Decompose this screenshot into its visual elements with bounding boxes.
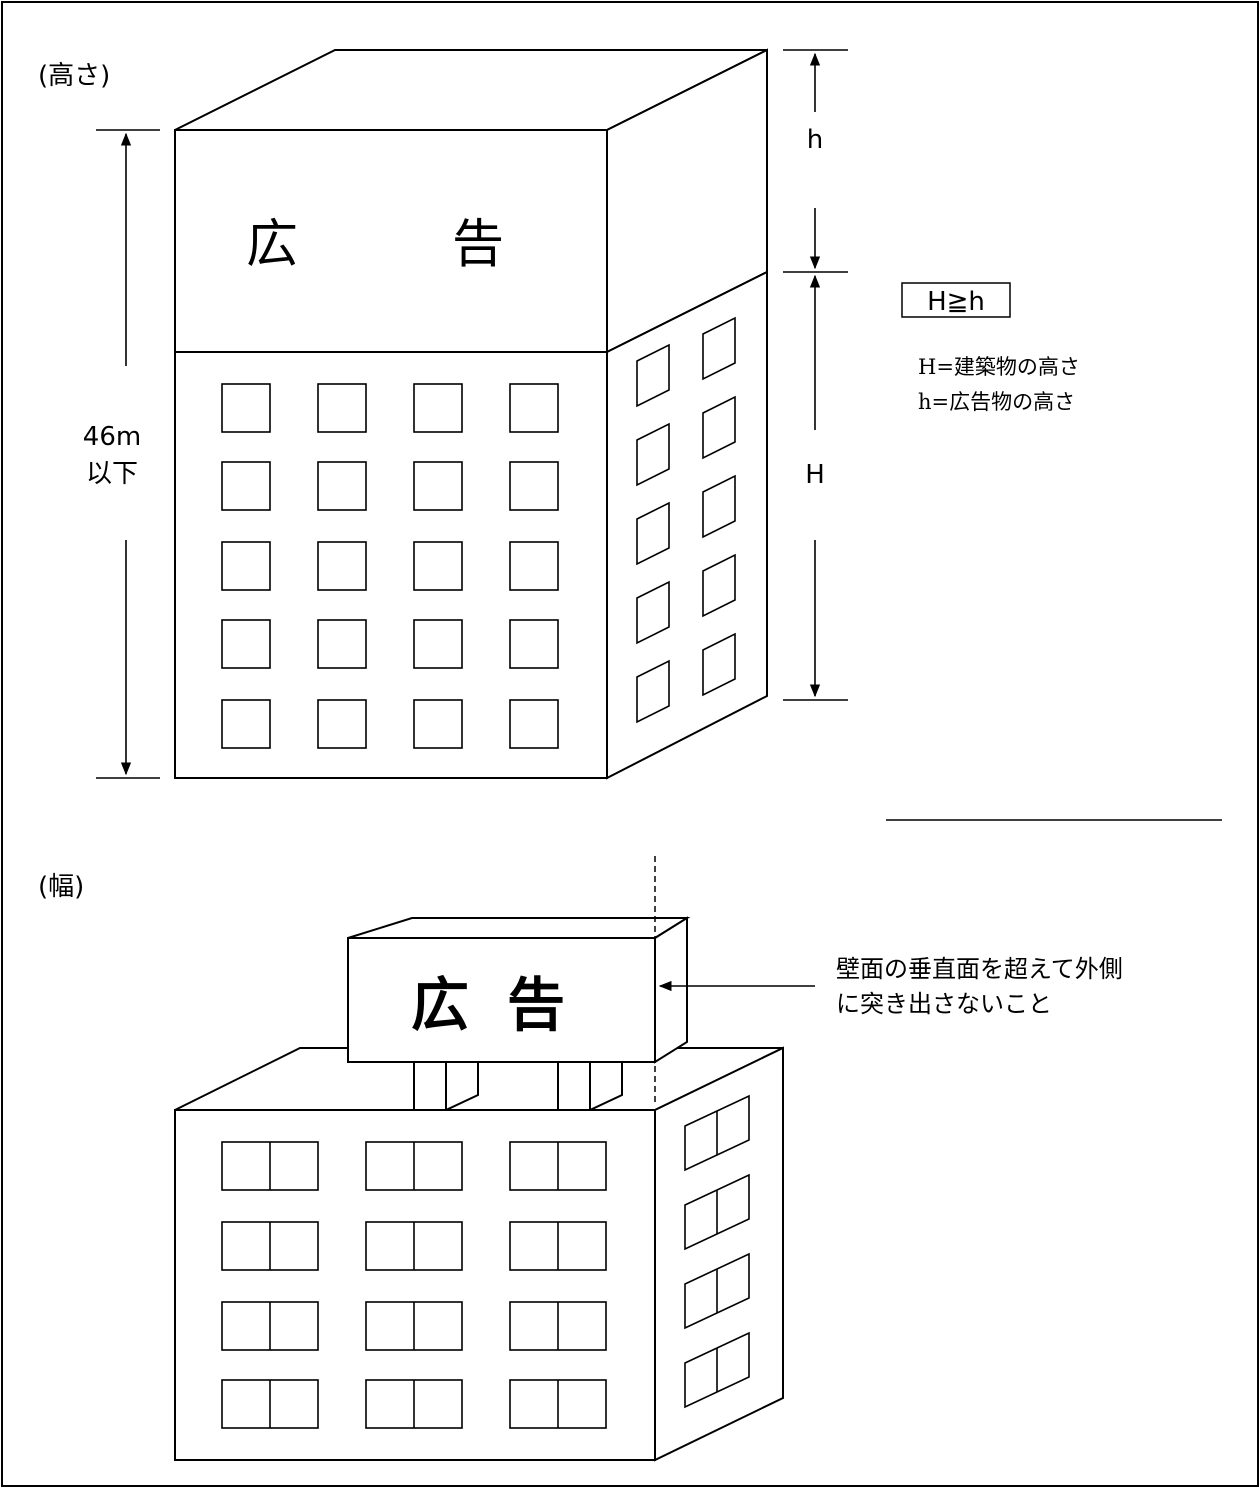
- side-window: [636, 501, 670, 566]
- side-window: [636, 343, 670, 408]
- window: [221, 461, 271, 511]
- building-height-dimension: [783, 274, 848, 701]
- window: [317, 699, 367, 749]
- rooftop-sign-front: [174, 129, 608, 353]
- wide-building: [174, 916, 784, 1462]
- tall-building: [174, 48, 768, 780]
- formula-box: [901, 282, 1011, 318]
- side-windows: [684, 1094, 750, 1409]
- sign-support-right-front: [557, 1059, 591, 1111]
- window: [509, 619, 559, 669]
- window: [509, 541, 559, 591]
- legend-sign-height: h=広告物の高さ: [918, 390, 1075, 414]
- front-windows: [221, 1141, 607, 1429]
- window: [317, 383, 367, 433]
- side-window: [702, 553, 736, 618]
- window: [221, 619, 271, 669]
- note-line-1: 壁面の垂直面を超えて外側: [836, 955, 1123, 983]
- sign-support-left-front: [413, 1059, 447, 1111]
- width-section-label: (幅): [38, 872, 84, 902]
- sign-height-dimension: [783, 49, 848, 273]
- sign-char-left: 広: [411, 971, 469, 1039]
- window: [413, 383, 463, 433]
- window: [317, 619, 367, 669]
- window: [221, 541, 271, 591]
- side-window: [702, 474, 736, 539]
- window: [509, 461, 559, 511]
- window: [509, 383, 559, 433]
- formula-text: H≧h: [927, 287, 985, 317]
- note-line-2: に突き出さないこと: [836, 990, 1052, 1018]
- window: [413, 541, 463, 591]
- window: [413, 461, 463, 511]
- window: [413, 619, 463, 669]
- side-window: [702, 395, 736, 460]
- height-section-label: (高さ): [38, 61, 110, 91]
- front-windows: [221, 383, 559, 749]
- side-window: [636, 580, 670, 645]
- sign-char-left: 広: [246, 215, 298, 275]
- side-window: [636, 659, 670, 724]
- window: [221, 383, 271, 433]
- H-label: H: [805, 460, 825, 490]
- h-label: h: [807, 125, 823, 155]
- sign-box-top: [347, 917, 691, 939]
- side-window: [636, 422, 670, 487]
- side-windows: [636, 316, 736, 724]
- sign-box-side: [654, 916, 688, 1064]
- height-limit-unit: 以下: [86, 459, 138, 489]
- window: [509, 699, 559, 749]
- side-window: [702, 316, 736, 381]
- side-window: [702, 632, 736, 697]
- sign-box-front: [347, 937, 656, 1063]
- legend-building-height: H=建築物の高さ: [918, 355, 1080, 379]
- sign-char-right: 告: [507, 971, 565, 1039]
- window: [317, 461, 367, 511]
- total-height-dimension: [96, 129, 160, 779]
- window: [317, 541, 367, 591]
- building-side-face: [606, 270, 768, 780]
- sign-char-right: 告: [452, 215, 504, 275]
- window: [221, 699, 271, 749]
- height-limit-value: 46m: [83, 422, 141, 452]
- window: [413, 699, 463, 749]
